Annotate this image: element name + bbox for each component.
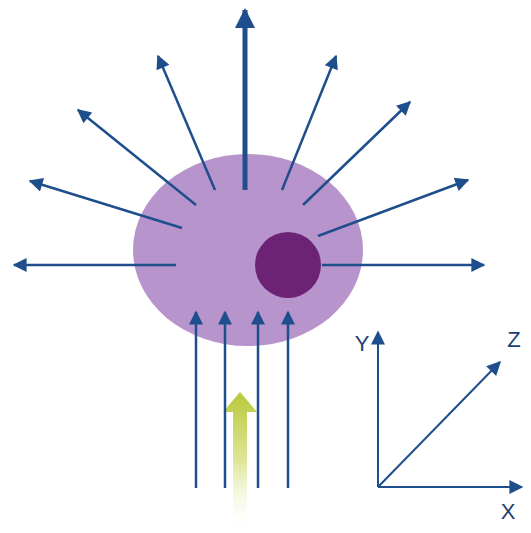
axis-label: X bbox=[501, 501, 516, 523]
forward-arrow bbox=[243, 10, 248, 190]
light-arrow bbox=[223, 392, 257, 533]
axes bbox=[378, 332, 522, 487]
cell-nucleus bbox=[255, 232, 321, 298]
axis-label: Z bbox=[507, 329, 520, 351]
incident-arrows bbox=[196, 312, 288, 488]
scatter-arrows bbox=[14, 56, 484, 265]
axis-label: Y bbox=[355, 333, 370, 355]
